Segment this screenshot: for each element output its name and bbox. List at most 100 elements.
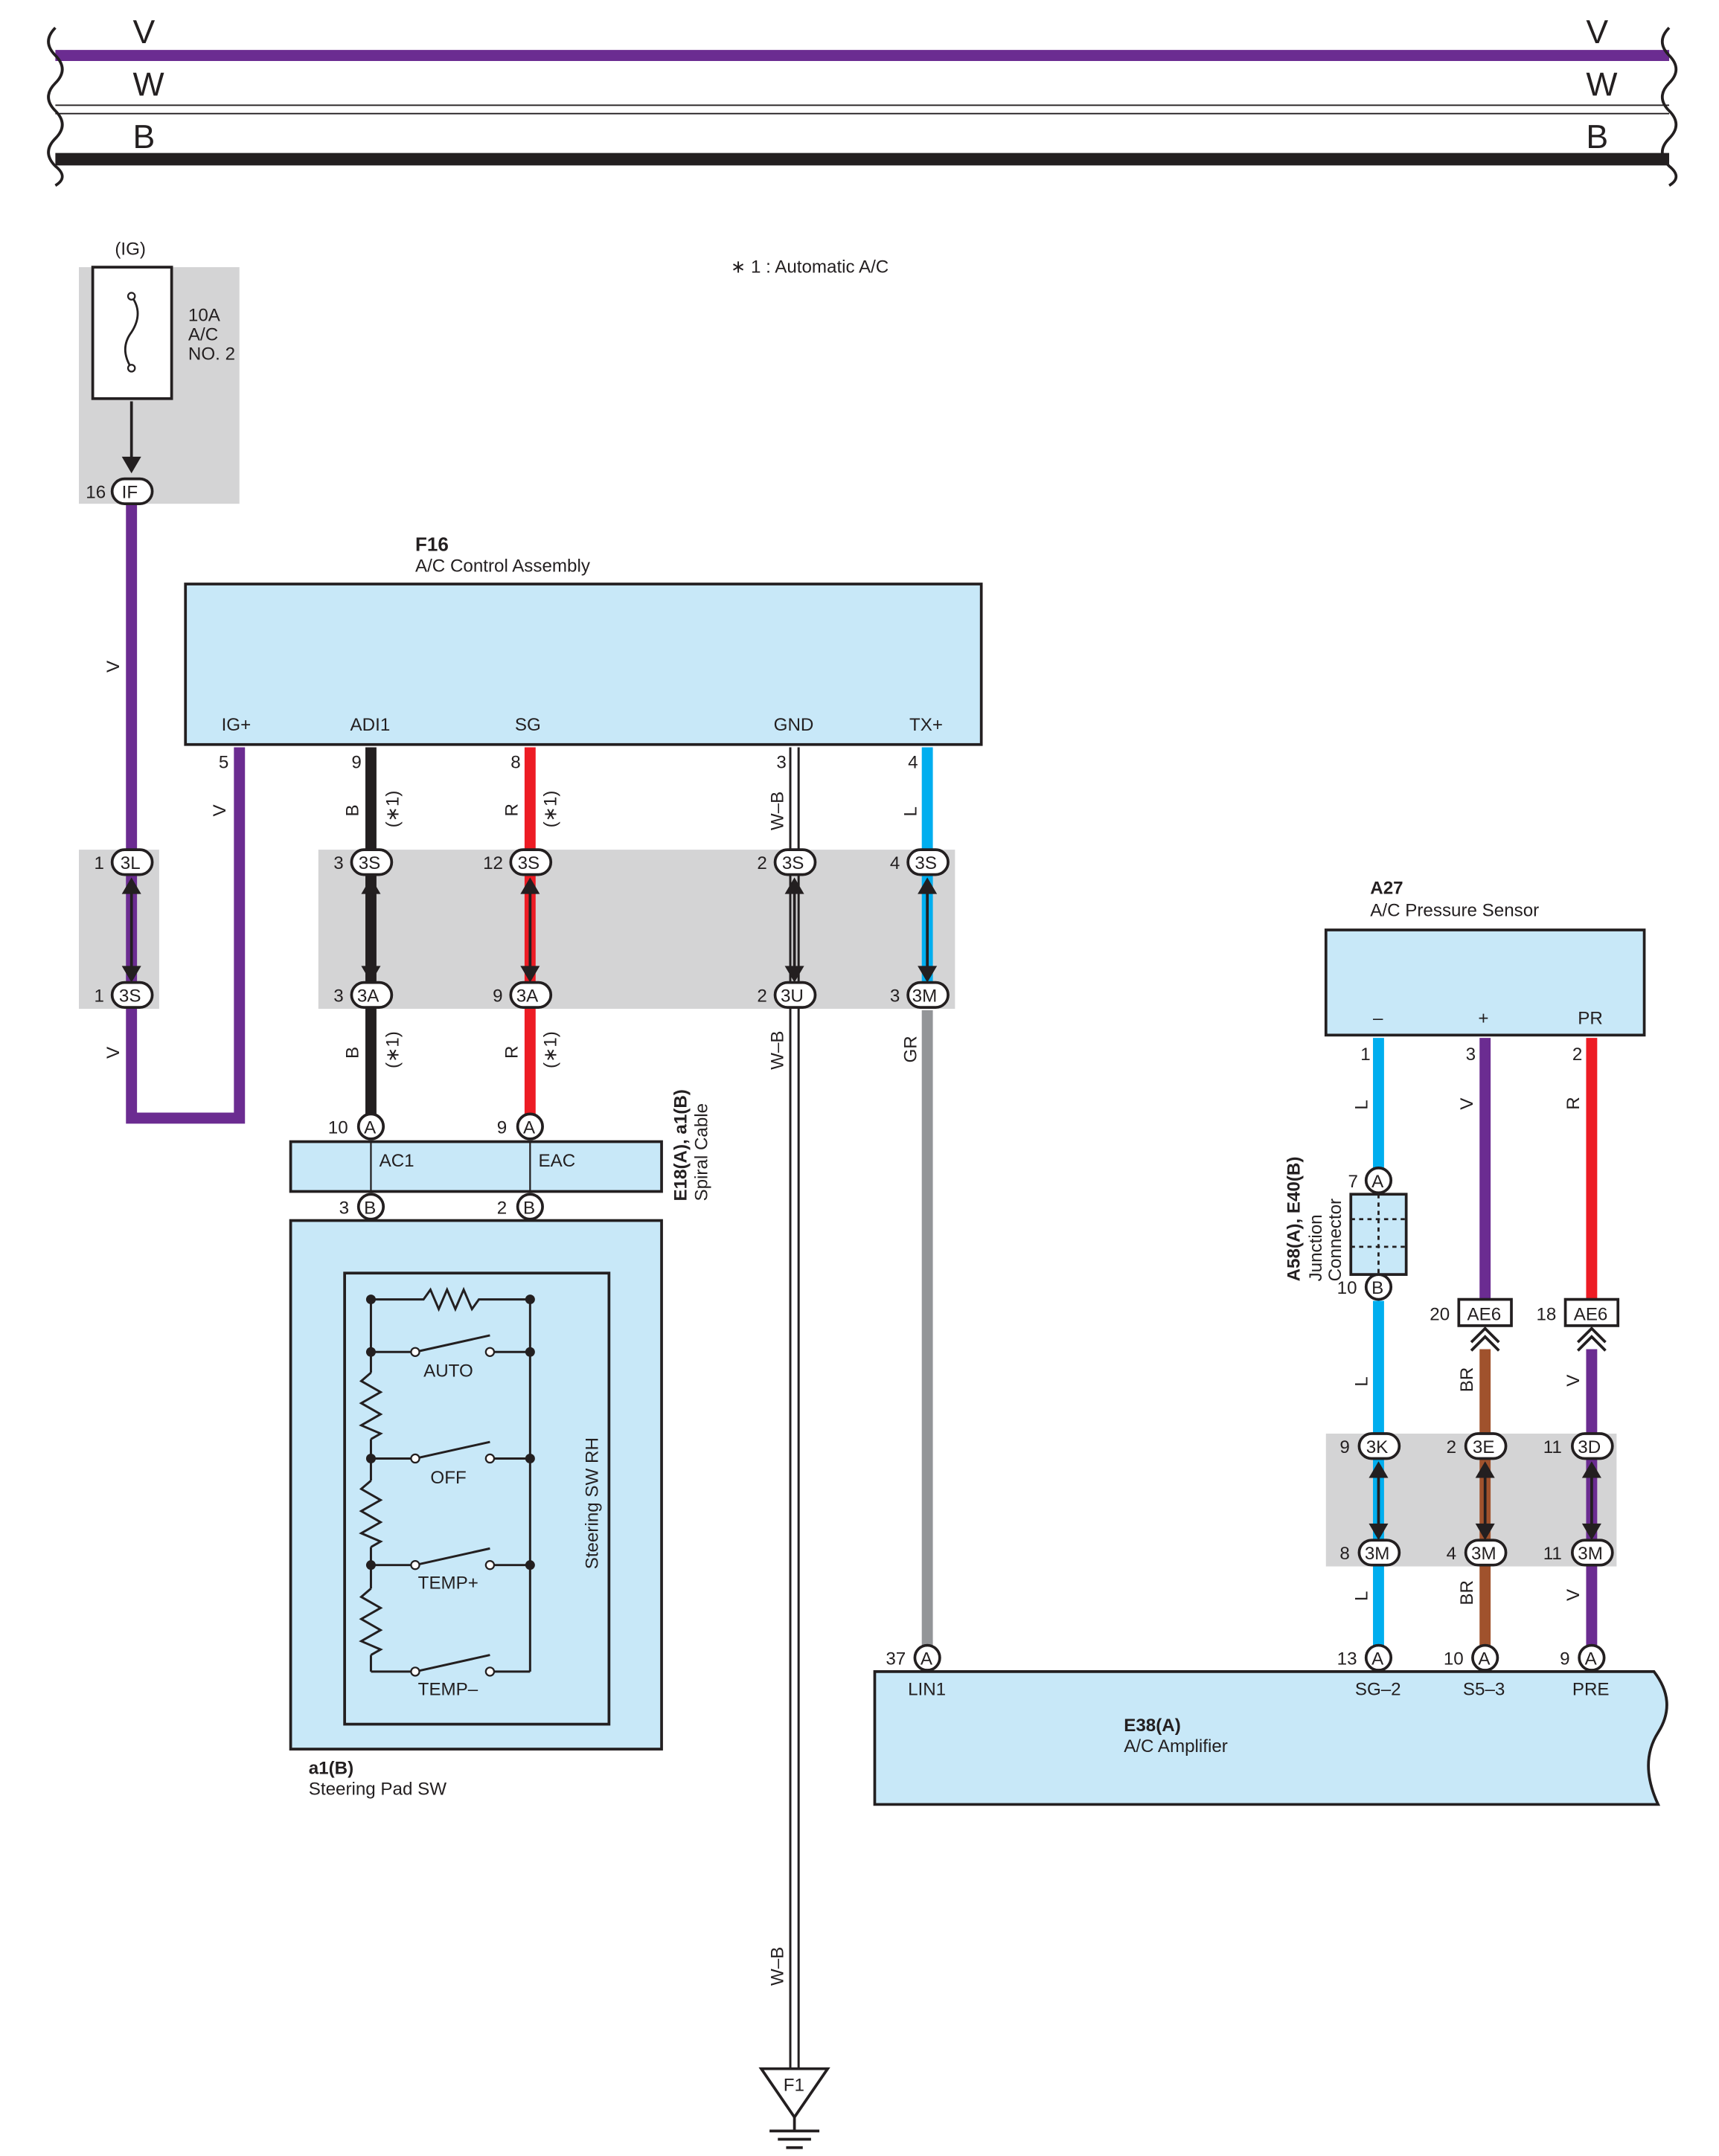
spiral-top-id-1: A [364,1117,377,1138]
junction-mid: 3 3S 3 3A 12 3S 9 3A 2 3S 2 3U 4 3S 3 3M [333,848,950,1010]
jm-bot-id-2: 3A [516,986,539,1007]
jm-bot-id-3: 3U [781,986,804,1007]
f16-terminal-txp: TX+ [909,715,943,735]
wire-note-1d: (∗1) [541,1031,561,1068]
wire-label-v-1: V [103,661,124,673]
e38-terminal-sg2: SG–2 [1355,1680,1401,1700]
jm-top-id-2: 3S [518,853,540,873]
bus-w-label-left: W [133,66,164,103]
e38-pin-37-id: A [921,1649,933,1669]
wire-note-1a: (∗1) [383,791,403,828]
wire-label-br-2: BR [1457,1580,1477,1605]
e38-pin-13: 13 [1337,1649,1357,1669]
wire-label-l-2: L [1352,1100,1372,1109]
jm-top-pin-4: 4 [890,853,900,873]
ae6-id-1: AE6 [1467,1304,1501,1324]
jr-top-id-3: 3D [1578,1437,1601,1457]
f16-pin-8: 8 [510,752,520,772]
a27-pressure-sensor: A27 A/C Pressure Sensor – + PR 1 3 2 [1324,879,1646,1065]
junction-left-top-pin: 1 [94,853,103,873]
jr-bot-id-3: 3M [1578,1544,1603,1564]
bus-w-label-right: W [1586,66,1617,103]
junction-connector: 7 A 10 B A58(A), E40(B) Junction Connect… [1284,1157,1408,1301]
bus-v-label-right: V [1586,14,1608,51]
f16-terminal-sg: SG [515,715,541,735]
jm-top-pin-2: 12 [483,853,503,873]
wire-note-1c: (∗1) [383,1031,403,1068]
jr-top-pin-3: 11 [1543,1437,1562,1457]
f16-ac-control-assembly: F16 A/C Control Assembly IG+ ADI1 SG GND… [184,533,983,772]
wire-label-v-3: V [103,1047,124,1059]
f16-pin-4: 4 [908,752,918,772]
junction-left: 1 3L 1 3S [94,848,154,1010]
bus-bars: V W B V W B [47,14,1678,187]
jr-bot-pin-3: 11 [1543,1544,1562,1564]
jm-bot-pin-2: 9 [493,986,502,1007]
a27-code: A27 [1370,879,1403,899]
jm-top-pin-3: 2 [757,853,766,873]
fuse-supply-label: (IG) [115,239,146,259]
a27-pin-3: 3 [1466,1045,1476,1065]
wire-label-br-1: BR [1457,1367,1477,1393]
spiral-top-pin-1: 10 [328,1117,348,1138]
wire-label-r-2: R [502,1046,522,1059]
steering-pad-code: a1(B) [309,1759,353,1779]
bus-b-label-left: B [133,119,156,155]
wire-label-l-3: L [1352,1376,1372,1386]
f16-code: F16 [415,533,449,555]
fuse-pin-number: 16 [86,483,106,503]
jc-name-2: Connector [1325,1199,1345,1281]
spiral-terminal-ac1: AC1 [380,1151,414,1171]
spiral-bot-id-1: B [364,1198,376,1218]
e38-code: E38(A) [1124,1716,1181,1736]
wire-label-b-1: B [343,804,363,816]
spiral-bot-id-2: B [523,1198,535,1218]
junction-left-bottom-pin: 1 [94,986,103,1007]
jm-bot-id-1: 3A [357,986,380,1007]
ground-f1: F1 [758,2067,830,2149]
footnote-automatic-ac: ∗ 1 : Automatic A/C [731,257,889,277]
wire-label-r-1: R [502,803,522,816]
e38-name: A/C Amplifier [1124,1736,1228,1756]
bus-b-label-right: B [1586,119,1608,155]
junction-left-bottom-id: 3S [119,986,141,1007]
fuse-rating: 10A [188,306,221,326]
fuse-10a-ac-no2: (IG) 10A A/C NO. 2 16 IF [86,239,235,506]
spiral-bot-pin-1: 3 [339,1198,349,1218]
jc-bottom-pin: 10 [1337,1278,1357,1298]
jm-bot-pin-4: 3 [890,986,900,1007]
e38-pin-37: 37 [886,1649,906,1669]
a27-terminal-minus: – [1373,1008,1383,1028]
spiral-top-id-2: A [523,1117,536,1138]
f16-pin-5: 5 [219,752,228,772]
wire-label-v-2: V [210,804,230,816]
jm-bot-pin-3: 2 [757,986,766,1007]
wire-label-v-6: V [1563,1589,1584,1601]
jr-bot-id-1: 3M [1365,1544,1390,1564]
f16-pin-9: 9 [351,752,361,772]
f16-name: A/C Control Assembly [415,556,591,576]
e38-ac-amplifier: 37 A 13 A 10 A 9 A LIN1 SG–2 S5–3 PRE E3… [873,1643,1668,1806]
a27-terminal-pr: PR [1578,1008,1603,1028]
wire-label-gr-1: GR [900,1036,921,1062]
bus-v-label-left: V [133,14,156,51]
wire-color-labels: V V V B (∗1) R (∗1) W–B L B (∗1) R (∗1) … [103,661,1584,1986]
switch-label-temp-minus: TEMP– [418,1680,478,1700]
e38-terminal-s53: S5–3 [1463,1680,1505,1700]
f16-terminal-igp: IG+ [222,715,252,735]
wire-label-l-4: L [1352,1591,1372,1601]
f16-terminal-gnd: GND [774,715,814,735]
f16-pin-3: 3 [776,752,786,772]
spiral-top-pin-2: 9 [497,1117,507,1138]
steering-sw-rh-label: Steering SW RH [582,1437,602,1569]
f16-terminal-adi1: ADI1 [350,715,391,735]
ae6-id-2: AE6 [1574,1304,1608,1324]
fuse-connector-id: IF [122,483,138,503]
jm-bot-pin-1: 3 [333,986,343,1007]
jr-bot-id-2: 3M [1471,1544,1496,1564]
junction-left-top-id: 3L [121,853,141,873]
jr-top-pin-2: 2 [1447,1437,1456,1457]
ae6-pin-18: 18 [1536,1304,1556,1324]
spiral-terminal-eac: EAC [539,1151,576,1171]
